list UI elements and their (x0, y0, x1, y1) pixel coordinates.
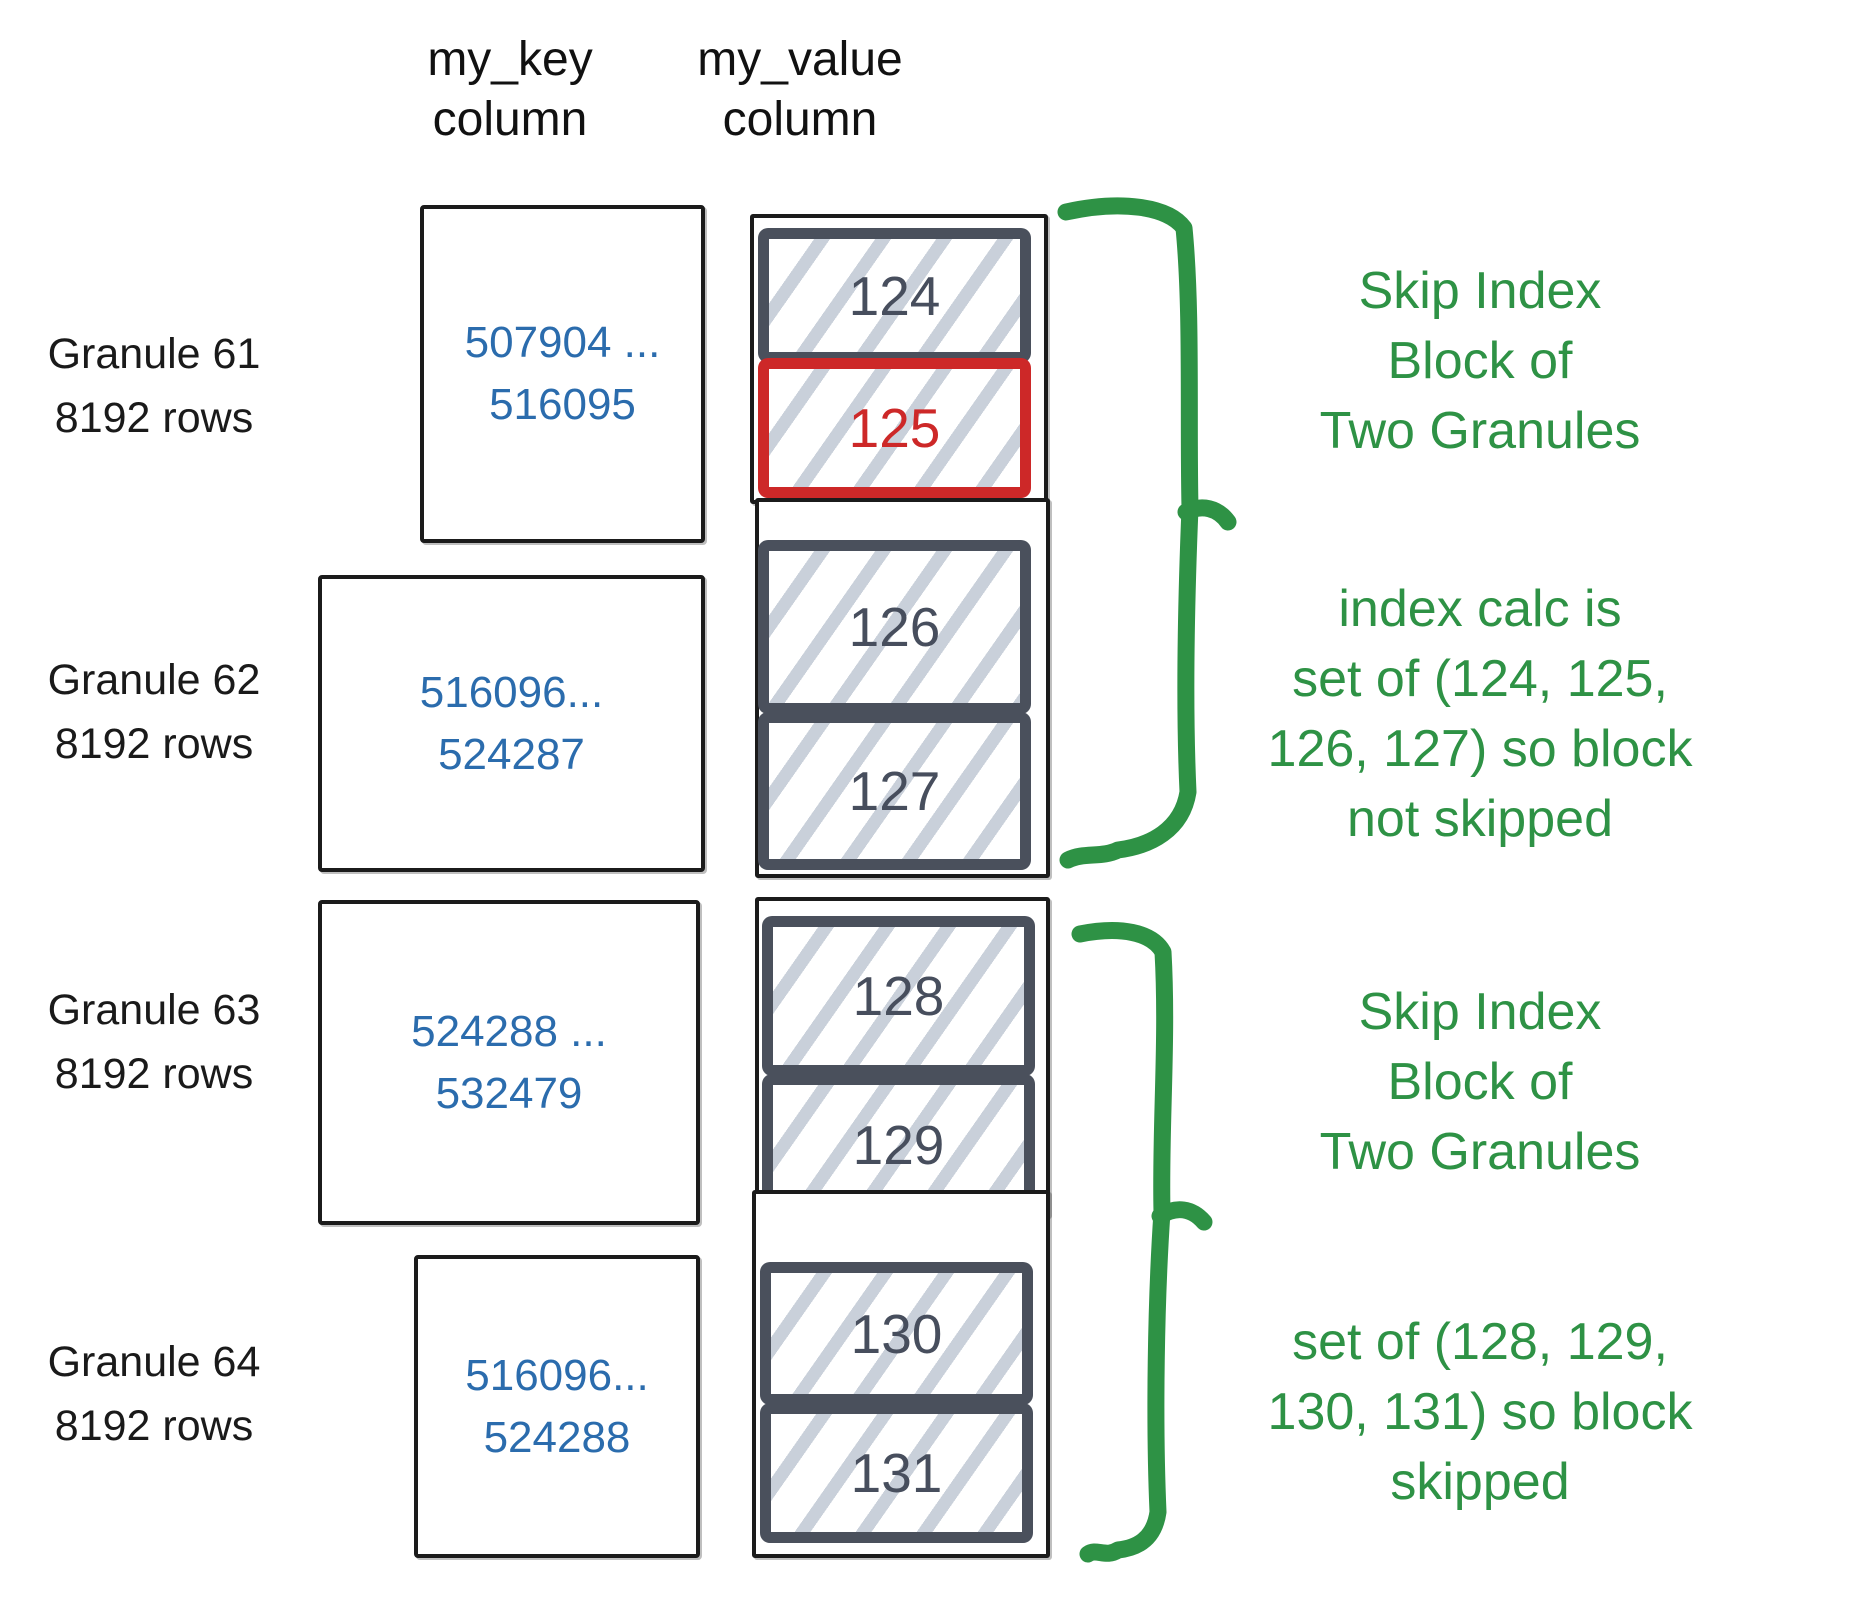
granule-64-key-box: 516096... 524288 (414, 1255, 700, 1558)
granule-61-key-range: 507904 ... 516095 (464, 318, 661, 429)
value-block-131: 131 (760, 1403, 1033, 1543)
value-block-131-number: 131 (850, 1442, 943, 1504)
value-block-129: 129 (762, 1074, 1035, 1216)
annotation-skip-block-2: Skip Index Block of Two Granules (1319, 983, 1641, 1181)
value-column-header: my_value column (697, 33, 903, 146)
value-block-127: 127 (758, 712, 1031, 870)
granule-62-key-box: 516096... 524287 (318, 575, 705, 872)
value-block-127-number: 127 (848, 760, 941, 822)
granule-63-label: Granule 63 8192 rows (47, 986, 261, 1098)
value-block-125-number: 125 (848, 397, 941, 459)
annotation-index-calc-not-skipped: index calc is set of (124, 125, 126, 127… (1267, 580, 1693, 848)
value-block-129-number: 129 (852, 1114, 945, 1176)
value-block-124-number: 124 (848, 264, 941, 327)
granule-63-key-box: 524288 ... 532479 (318, 900, 700, 1225)
annotation-index-calc-skipped: set of (128, 129, 130, 131) so block ski… (1267, 1313, 1693, 1511)
annotation-skip-block-1: Skip Index Block of Two Granules (1319, 262, 1641, 460)
value-block-126: 126 (758, 540, 1031, 714)
granule-64-label: Granule 64 8192 rows (47, 1338, 261, 1450)
granule-61-label: Granule 61 8192 rows (47, 330, 261, 442)
granule-62-key-range: 516096... 524287 (419, 667, 604, 779)
granule-62-label: Granule 62 8192 rows (47, 656, 261, 768)
brace-skip-block-2-tick (1151, 1201, 1213, 1231)
value-block-128-number: 128 (852, 965, 945, 1027)
value-block-125-highlighted: 125 (758, 358, 1031, 498)
granule-63-key-range: 524288 ... 532479 (411, 1006, 607, 1118)
value-block-126-number: 126 (848, 596, 941, 658)
granule-61-key-box: 507904 ... 516095 (420, 205, 705, 543)
granule-64-key-range: 516096... 524288 (465, 1350, 649, 1462)
value-block-128: 128 (762, 916, 1035, 1076)
value-block-130: 130 (760, 1262, 1033, 1405)
brace-skip-block-1-tick (1177, 499, 1237, 531)
value-block-130-number: 130 (850, 1302, 943, 1365)
key-column-header: my_key column (427, 33, 593, 146)
value-block-124: 124 (758, 228, 1031, 363)
